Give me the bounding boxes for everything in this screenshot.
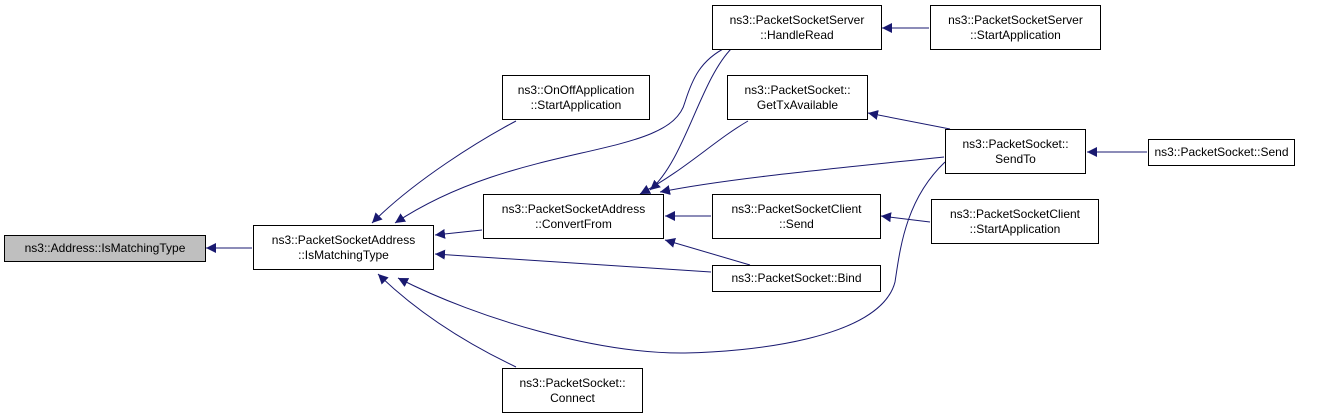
node-label-line: ::StartApplication	[969, 221, 1061, 236]
node-label-line: ::StartApplication	[970, 27, 1061, 42]
node-psc-send[interactable]: ns3::PacketSocketClient ::Send	[712, 194, 881, 239]
node-label-line: GetTxAvailable	[756, 97, 839, 112]
node-address-is-matching-type: ns3::Address::IsMatchingType	[4, 235, 206, 262]
node-psa-convert-from[interactable]: ns3::PacketSocketAddress ::ConvertFrom	[483, 194, 664, 239]
node-label-line: ns3::PacketSocket::Send	[1154, 145, 1289, 159]
edge-ps-send-to-to-psa-is-matching-type	[397, 161, 946, 354]
node-label-line: ns3::PacketSocketAddress	[271, 232, 416, 247]
node-label-line: ns3::PacketSocketServer	[948, 12, 1083, 27]
node-onoff-start-application[interactable]: ns3::OnOffApplication ::StartApplication	[502, 75, 650, 120]
node-psc-start-application[interactable]: ns3::PacketSocketClient ::StartApplicati…	[931, 199, 1099, 244]
edge-ps-connect-to-psa-is-matching-type	[377, 273, 517, 368]
node-label-line: ::ConvertFrom	[535, 216, 612, 231]
node-pss-start-application[interactable]: ns3::PacketSocketServer ::StartApplicati…	[930, 5, 1101, 50]
node-label-line: ::Send	[779, 216, 814, 231]
node-ps-send-to[interactable]: ns3::PacketSocket:: SendTo	[945, 129, 1086, 174]
node-ps-bind[interactable]: ns3::PacketSocket::Bind	[712, 265, 881, 292]
edge-ps-send-to-to-psa-convert-from	[659, 156, 945, 195]
edge-ps-get-tx-available-to-psa-convert-from	[639, 120, 749, 195]
node-label-line: Connect	[550, 390, 595, 405]
node-label-line: ns3::PacketSocket::Bind	[731, 271, 862, 285]
edge-pss-handle-read-to-psa-convert-from	[649, 47, 733, 191]
node-label-line: ns3::PacketSocket::	[744, 82, 851, 97]
node-label-line: ns3::PacketSocketClient	[949, 206, 1081, 221]
node-label-line: ns3::PacketSocketAddress	[501, 201, 646, 216]
edge-ps-bind-to-psa-convert-from	[664, 238, 751, 266]
node-label-line: ns3::PacketSocket::	[962, 136, 1069, 151]
node-label-line: ns3::PacketSocketClient	[731, 201, 862, 216]
node-label-line: ns3::OnOffApplication	[517, 82, 635, 97]
node-label-line: ns3::Address::IsMatchingType	[24, 241, 186, 255]
node-ps-connect[interactable]: ns3::PacketSocket:: Connect	[502, 368, 643, 413]
node-psa-is-matching-type[interactable]: ns3::PacketSocketAddress ::IsMatchingTyp…	[253, 225, 434, 270]
node-label-line: ::StartApplication	[530, 97, 622, 112]
edge-psc-start-application-to-psc-send	[880, 212, 931, 223]
node-label-line: ns3::PacketSocketServer	[729, 12, 865, 27]
node-label-line: ::IsMatchingType	[298, 247, 389, 262]
edge-ps-send-to-to-ps-get-tx-available	[867, 110, 951, 130]
node-label-line: SendTo	[995, 151, 1036, 166]
node-label-line: ns3::PacketSocket::	[519, 375, 626, 390]
edge-ps-bind-to-psa-is-matching-type	[434, 249, 712, 273]
edge-psa-convert-from-to-psa-is-matching-type	[434, 228, 483, 239]
edge-onoff-start-application-to-psa-is-matching-type	[371, 120, 517, 224]
node-pss-handle-read[interactable]: ns3::PacketSocketServer ::HandleRead	[712, 5, 882, 50]
node-ps-send[interactable]: ns3::PacketSocket::Send	[1148, 139, 1295, 166]
edge-pss-handle-read-to-psa-is-matching-type	[394, 46, 728, 224]
node-ps-get-tx-available[interactable]: ns3::PacketSocket:: GetTxAvailable	[727, 75, 868, 120]
node-label-line: ::HandleRead	[760, 27, 834, 42]
